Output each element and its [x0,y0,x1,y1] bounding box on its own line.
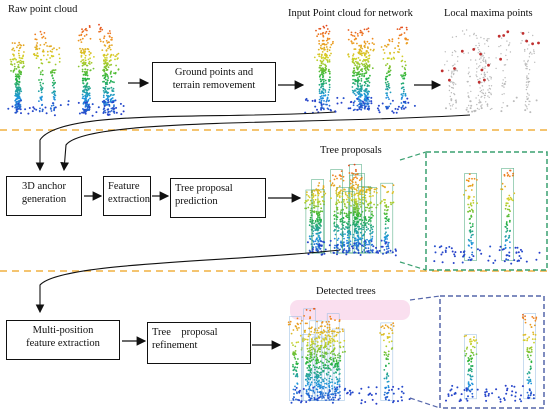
refine-box-line-1: Tree proposal [152,327,218,338]
arrow-input-to-anchor [35,111,336,172]
arrow-maxima-to-anchor [60,114,471,172]
anchor-box-line-1: 3D anchor [21,181,67,192]
prediction-box-line-2: prediction [175,196,218,207]
anchor-generation-box: 3D anchor generation [6,176,82,216]
zoom-frame-blue [439,295,545,409]
tree-proposal-refinement-box: Tree proposal refinement [147,322,251,364]
prediction-box-line-1: Tree proposal [175,183,233,194]
ground-removal-box: Ground points and terrain removement [152,62,276,102]
feature-box-line-1: Feature [108,181,140,192]
multi-position-feature-box: Multi-position feature extraction [6,320,120,360]
raw-point-cloud-image [7,23,125,117]
detected-trees-zoom-image [445,313,538,403]
tree-proposals-image [304,163,397,257]
tree-proposals-label: Tree proposals [320,145,382,156]
local-maxima-image [440,29,540,114]
detected-trees-label: Detected trees [316,286,376,297]
tree-proposal-prediction-box: Tree proposal prediction [170,178,266,218]
anchor-box-line-2: generation [21,194,67,205]
input-point-cloud-label: Input Point cloud for network [288,8,413,19]
local-maxima-label: Local maxima points [444,8,533,19]
tree-proposals-zoom-image [433,168,541,265]
zoom-frame-green [425,151,548,271]
ground-box-line-1: Ground points and [174,67,254,78]
multi-box-line-1: Multi-position [32,325,94,336]
raw-point-cloud-label: Raw point cloud [8,4,78,15]
feature-extraction-box: Feature extraction [103,176,151,216]
multi-box-line-2: feature extraction [26,338,100,349]
detected-trees-image [287,300,411,405]
feature-box-line-2: extraction [108,194,150,205]
input-point-cloud-image [304,24,416,114]
arrow-proposals-to-multi [35,249,341,314]
ground-box-line-2: terrain removement [172,80,256,91]
refine-box-line-2: refinement [152,340,198,351]
